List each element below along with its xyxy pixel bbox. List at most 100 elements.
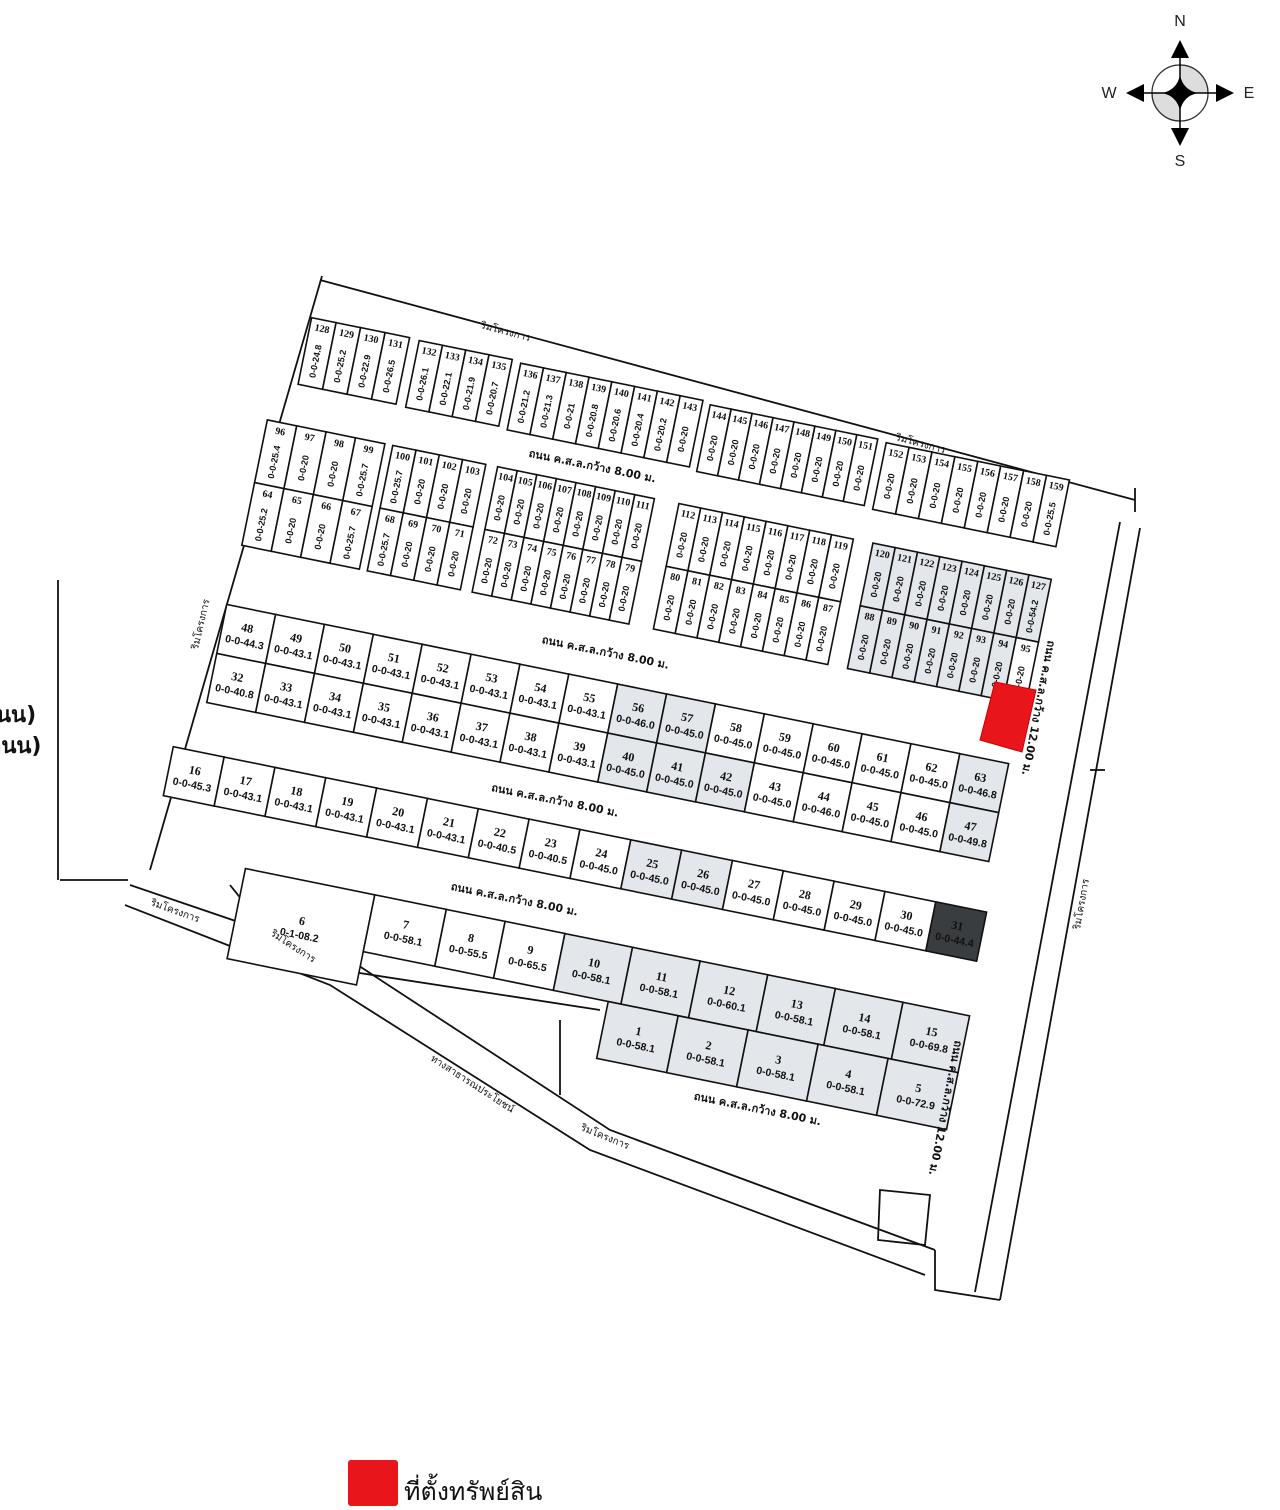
- plot-46[interactable]: 460-0-45.0: [890, 791, 951, 853]
- plot-41[interactable]: 410-0-45.0: [645, 742, 707, 803]
- plot-21[interactable]: 210-0-43.1: [416, 797, 480, 859]
- plot-19[interactable]: 190-0-43.1: [314, 776, 378, 838]
- plot-26[interactable]: 260-0-45.0: [670, 849, 734, 911]
- plot-35[interactable]: 350-0-43.1: [352, 682, 414, 744]
- plot-18[interactable]: 180-0-43.1: [264, 766, 327, 828]
- plot-3[interactable]: 30-0-58.1: [735, 1029, 820, 1102]
- plot-64[interactable]: 640-0-25.2: [240, 481, 285, 553]
- plot-79[interactable]: 790-0-20: [608, 556, 643, 625]
- property-location-marker[interactable]: [979, 681, 1037, 753]
- plot-97[interactable]: 970-0-20: [283, 424, 328, 496]
- plot-34[interactable]: 340-0-43.1: [303, 672, 365, 734]
- plot-59[interactable]: 590-0-45.0: [753, 712, 815, 774]
- plot-80[interactable]: 800-0-20: [652, 565, 689, 635]
- plot-55[interactable]: 550-0-43.1: [557, 673, 619, 734]
- plot-17[interactable]: 170-0-43.1: [213, 756, 276, 818]
- plot-2[interactable]: 20-0-58.1: [665, 1014, 750, 1088]
- plot-7[interactable]: 70-0-58.1: [362, 893, 448, 968]
- plot-48[interactable]: 480-0-44.3: [215, 603, 277, 665]
- plot-69[interactable]: 690-0-20: [389, 511, 428, 582]
- plot-76[interactable]: 760-0-20: [549, 544, 584, 614]
- plot-31[interactable]: 310-0-44.4: [924, 900, 988, 963]
- plot-99[interactable]: 990-0-25.7: [341, 436, 386, 508]
- plot-82[interactable]: 820-0-20: [696, 574, 733, 644]
- plot-20[interactable]: 200-0-43.1: [365, 787, 429, 849]
- plot-16[interactable]: 160-0-45.3: [162, 745, 226, 807]
- plot-96[interactable]: 960-0-25.4: [253, 418, 298, 490]
- plot-12[interactable]: 120-0-60.1: [687, 960, 769, 1033]
- plot-71[interactable]: 710-0-20: [436, 521, 475, 591]
- plot-25[interactable]: 250-0-45.0: [619, 838, 683, 901]
- plot-52[interactable]: 520-0-43.1: [411, 643, 473, 705]
- plot-32[interactable]: 320-0-40.8: [205, 652, 267, 714]
- plot-58[interactable]: 580-0-45.0: [704, 702, 766, 764]
- plot-42[interactable]: 420-0-45.0: [694, 751, 756, 813]
- plot-10[interactable]: 100-0-58.1: [552, 932, 634, 1006]
- plot-30[interactable]: 300-0-45.0: [874, 890, 937, 952]
- plot-33[interactable]: 330-0-43.1: [254, 662, 316, 724]
- plot-39[interactable]: 390-0-43.1: [547, 722, 609, 783]
- plot-81[interactable]: 810-0-20: [674, 569, 711, 639]
- plot-63[interactable]: 630-0-46.8: [948, 752, 1010, 814]
- plot-73[interactable]: 730-0-20: [490, 532, 525, 602]
- plot-72[interactable]: 720-0-20: [471, 528, 506, 598]
- plot-4[interactable]: 40-0-58.1: [805, 1043, 890, 1117]
- plot-43[interactable]: 430-0-45.0: [743, 761, 805, 823]
- plot-98[interactable]: 980-0-20: [312, 430, 357, 502]
- plot-24[interactable]: 240-0-45.0: [569, 828, 632, 890]
- plot-13[interactable]: 130-0-58.1: [755, 973, 837, 1047]
- plot-53[interactable]: 530-0-43.1: [460, 653, 521, 715]
- plot-27[interactable]: 270-0-45.0: [721, 859, 785, 921]
- plot-45[interactable]: 450-0-45.0: [841, 781, 902, 843]
- plot-14[interactable]: 140-0-58.1: [822, 987, 904, 1061]
- plot-8[interactable]: 80-0-55.5: [433, 908, 507, 980]
- plot-85[interactable]: 850-0-20: [761, 587, 798, 657]
- plot-87[interactable]: 870-0-20: [805, 596, 842, 666]
- plot-28[interactable]: 280-0-45.0: [772, 869, 836, 932]
- plot-67[interactable]: 670-0-25.7: [329, 499, 374, 571]
- plot-38[interactable]: 380-0-43.1: [499, 712, 560, 774]
- plot-84[interactable]: 840-0-20: [739, 583, 777, 653]
- plot-5[interactable]: 50-0-72.9: [875, 1057, 959, 1131]
- plot-83[interactable]: 830-0-20: [717, 578, 755, 648]
- plot-29[interactable]: 290-0-45.0: [823, 880, 886, 942]
- plot-89[interactable]: 890-0-20: [868, 609, 906, 679]
- plot-9[interactable]: 90-0-65.5: [492, 920, 566, 992]
- plot-75[interactable]: 750-0-20: [529, 540, 565, 610]
- plot-23[interactable]: 230-0-40.5: [518, 818, 581, 880]
- plot-60[interactable]: 600-0-45.0: [802, 722, 864, 784]
- plot-1[interactable]: 10-0-58.1: [595, 1000, 680, 1074]
- plot-22[interactable]: 220-0-40.5: [467, 807, 531, 870]
- plot-15[interactable]: 150-0-69.8: [890, 1001, 971, 1074]
- plot-44[interactable]: 440-0-46.0: [792, 771, 854, 833]
